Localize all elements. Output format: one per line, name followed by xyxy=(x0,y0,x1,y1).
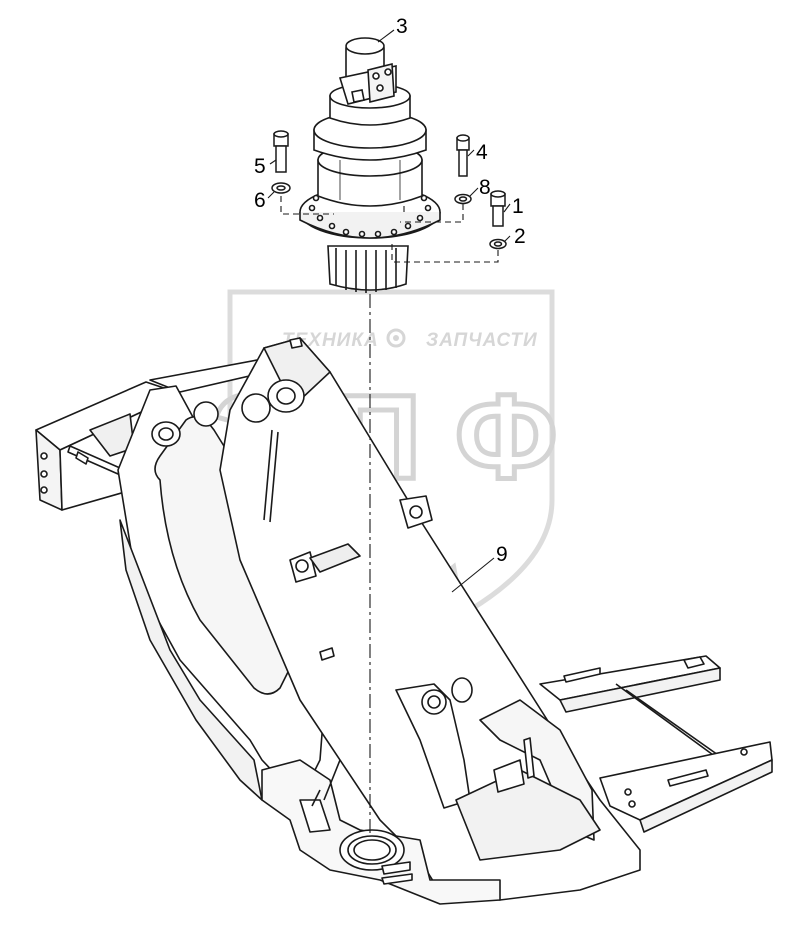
washer-6 xyxy=(271,182,291,194)
slewing-frame xyxy=(193,337,641,901)
bolt-4 xyxy=(456,134,470,177)
pinion-gear xyxy=(327,245,409,293)
callouts: 3 5 6 4 8 1 2 9 xyxy=(254,15,526,566)
boom-arm xyxy=(117,385,351,801)
watermark-letter-f: Ф xyxy=(455,370,557,504)
slewing-gearbox xyxy=(299,37,441,293)
watermark-text-right: ЗАПЧАСТИ xyxy=(426,330,538,351)
lower-mount xyxy=(395,677,601,861)
callout-6: 6 xyxy=(254,189,266,212)
gear-housing xyxy=(313,83,427,207)
turntable-base xyxy=(261,759,501,905)
gear-icon xyxy=(386,328,406,348)
leader-lines xyxy=(267,29,511,593)
bolt-1 xyxy=(490,190,506,227)
callout-5: 5 xyxy=(254,155,266,178)
callout-9: 9 xyxy=(496,543,508,566)
callout-8: 8 xyxy=(479,176,491,199)
hydraulic-motor xyxy=(338,37,397,105)
washer-8 xyxy=(454,193,472,205)
right-outrigger xyxy=(539,655,773,833)
callout-1: 1 xyxy=(512,195,524,218)
frame-assembly xyxy=(35,337,773,905)
callout-3: 3 xyxy=(396,15,408,38)
bolt-5 xyxy=(273,130,289,173)
callout-4: 4 xyxy=(476,141,488,164)
fasteners xyxy=(271,130,507,250)
callout-2: 2 xyxy=(514,225,526,248)
assembly-lines xyxy=(280,196,499,836)
washer-2 xyxy=(489,238,507,250)
